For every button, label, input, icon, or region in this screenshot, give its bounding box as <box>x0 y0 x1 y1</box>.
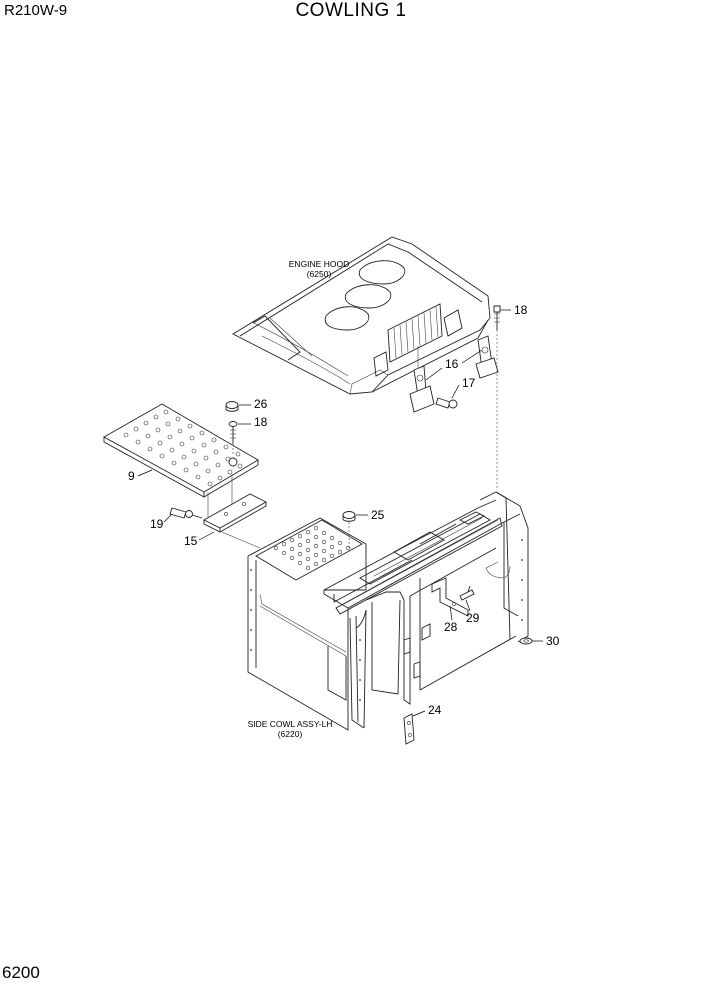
callout-24: 24 <box>428 703 442 717</box>
callout-15: 15 <box>184 534 198 548</box>
page-number: 6200 <box>2 963 40 982</box>
callout-30: 30 <box>546 634 560 648</box>
callout-17: 17 <box>462 376 476 390</box>
callout-28: 28 <box>444 620 458 634</box>
step-plate-drawing <box>103 403 259 520</box>
callout-25: 25 <box>371 508 385 522</box>
callout-19: 19 <box>150 517 164 531</box>
engine-hood-label: ENGINE HOOD <box>289 259 349 269</box>
engine-hood-drawing <box>232 236 491 395</box>
washer-30 <box>519 637 533 645</box>
plate-24 <box>403 713 415 745</box>
model-number: R210W-9 <box>4 2 68 19</box>
engine-hood-code: (6250) <box>307 269 332 279</box>
cap-and-bolt-top <box>225 401 239 456</box>
step-plate-holes <box>123 409 243 487</box>
cap-25 <box>342 511 356 548</box>
callout-16: 16 <box>445 357 459 371</box>
side-cowl-code: (6220) <box>278 729 303 739</box>
callout-9: 9 <box>128 469 135 483</box>
page-title: COWLING 1 <box>295 0 407 21</box>
callout-18-lower: 18 <box>254 415 268 429</box>
reference-captions: ENGINE HOOD (6250) SIDE COWL ASSY-LH (62… <box>248 259 350 739</box>
callout-29: 29 <box>466 611 480 625</box>
callout-18-upper: 18 <box>514 303 528 317</box>
bracket-and-bolt <box>169 493 267 549</box>
callout-labels: 18 16 17 26 18 9 19 15 25 29 28 30 24 <box>128 303 560 717</box>
callout-26: 26 <box>254 397 268 411</box>
side-cowl-assembly-drawing <box>247 491 529 731</box>
hood-latch-assembly <box>409 305 501 490</box>
hood-vent-louvers <box>387 303 443 363</box>
side-cowl-grille-holes <box>273 525 351 571</box>
side-cowl-label: SIDE COWL ASSY-LH <box>248 719 333 729</box>
bracket-28-and-bolt-29 <box>431 577 475 617</box>
